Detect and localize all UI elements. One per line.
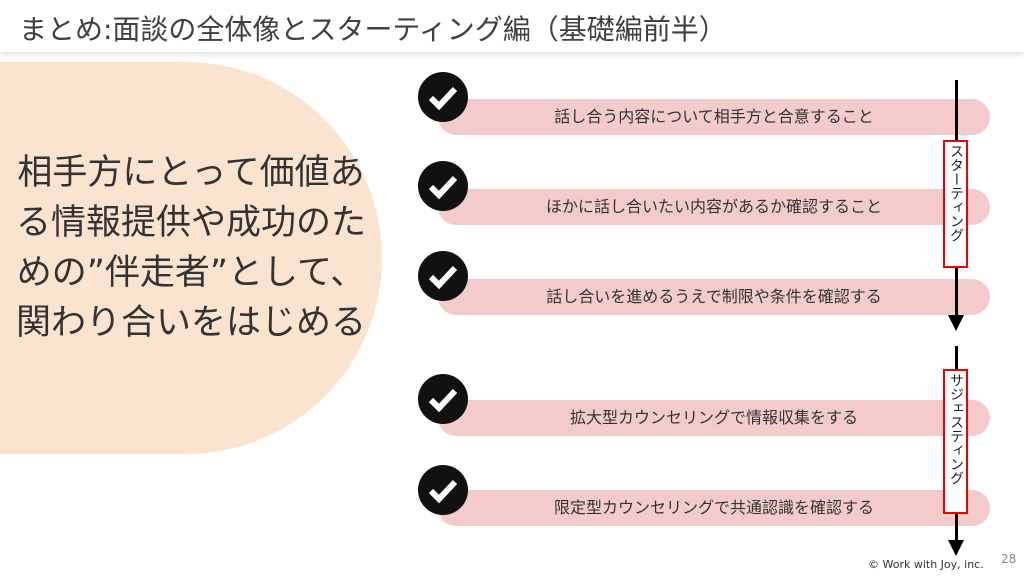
- slide-title: まとめ:面談の全体像とスターティング編（基礎編前半）: [19, 13, 727, 46]
- check-icon: [418, 251, 468, 301]
- step-item: 話し合いを進めるうえで制限や条件を確認する: [438, 279, 990, 315]
- step-item: ほかに話し合いたい内容があるか確認すること: [438, 189, 990, 225]
- step-item: 限定型カウンセリングで共通認識を確認する: [438, 490, 990, 526]
- page-number: 28: [1001, 552, 1017, 566]
- check-icon: [418, 161, 468, 211]
- check-icon: [418, 72, 468, 122]
- title-bar: まとめ:面談の全体像とスターティング編（基礎編前半）: [0, 0, 1024, 52]
- check-icon: [418, 374, 468, 424]
- phase-label-starting: スターティング: [943, 140, 968, 268]
- step-item: 話し合う内容について相手方と合意すること: [438, 99, 990, 135]
- arrow-head-icon: [948, 315, 964, 331]
- phase-label-suggesting: サジェスティング: [943, 369, 968, 514]
- message-background: [0, 62, 382, 454]
- copyright: © Work with Joy, inc.: [868, 558, 984, 571]
- step-item: 拡大型カウンセリングで情報収集をする: [438, 400, 990, 436]
- arrow-head-icon: [948, 540, 964, 556]
- key-message: 相手方にとって価値ある情報提供や成功のための”伴走者”として、関わり合いをはじめ…: [15, 153, 366, 343]
- check-icon: [418, 465, 468, 515]
